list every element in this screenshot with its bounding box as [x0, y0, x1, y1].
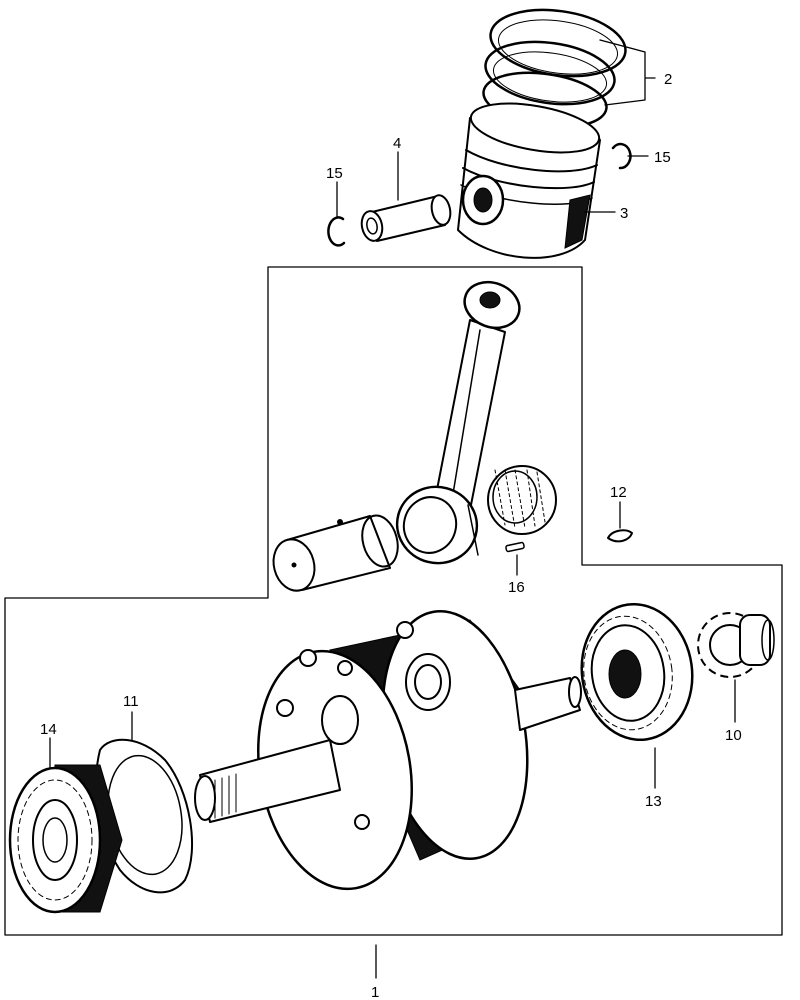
callout-16: 16	[508, 579, 525, 596]
assembly-outline	[4, 266, 783, 936]
piston-pin	[360, 194, 452, 242]
callout-13: 13	[645, 793, 662, 810]
callouts: 1 2 3 4 10 11 12 13 14 15 15 16	[40, 71, 742, 1000]
callout-4: 4	[393, 135, 401, 152]
circlip-left	[327, 216, 346, 247]
sprocket	[697, 612, 775, 678]
circlip-right	[611, 142, 632, 170]
crankshaft	[194, 610, 582, 891]
crank-washer	[505, 541, 525, 553]
piston	[457, 102, 601, 259]
callout-15-left: 15	[326, 165, 343, 182]
callout-10: 10	[725, 727, 742, 744]
callout-15-right: 15	[654, 149, 671, 166]
callout-1: 1	[371, 984, 379, 1000]
connecting-rod	[395, 280, 521, 565]
crank-pin	[272, 514, 399, 592]
woodruff-key	[607, 529, 633, 543]
callout-11: 11	[123, 693, 139, 710]
needle-bearing	[487, 465, 557, 535]
bearing-right	[580, 602, 694, 742]
callout-3: 3	[620, 205, 628, 222]
callout-2: 2	[664, 71, 672, 88]
callout-12: 12	[610, 484, 627, 501]
piston-rings	[482, 8, 627, 129]
callout-14: 14	[40, 721, 57, 738]
leader-lines	[49, 39, 736, 979]
bearing-left	[8, 764, 123, 914]
